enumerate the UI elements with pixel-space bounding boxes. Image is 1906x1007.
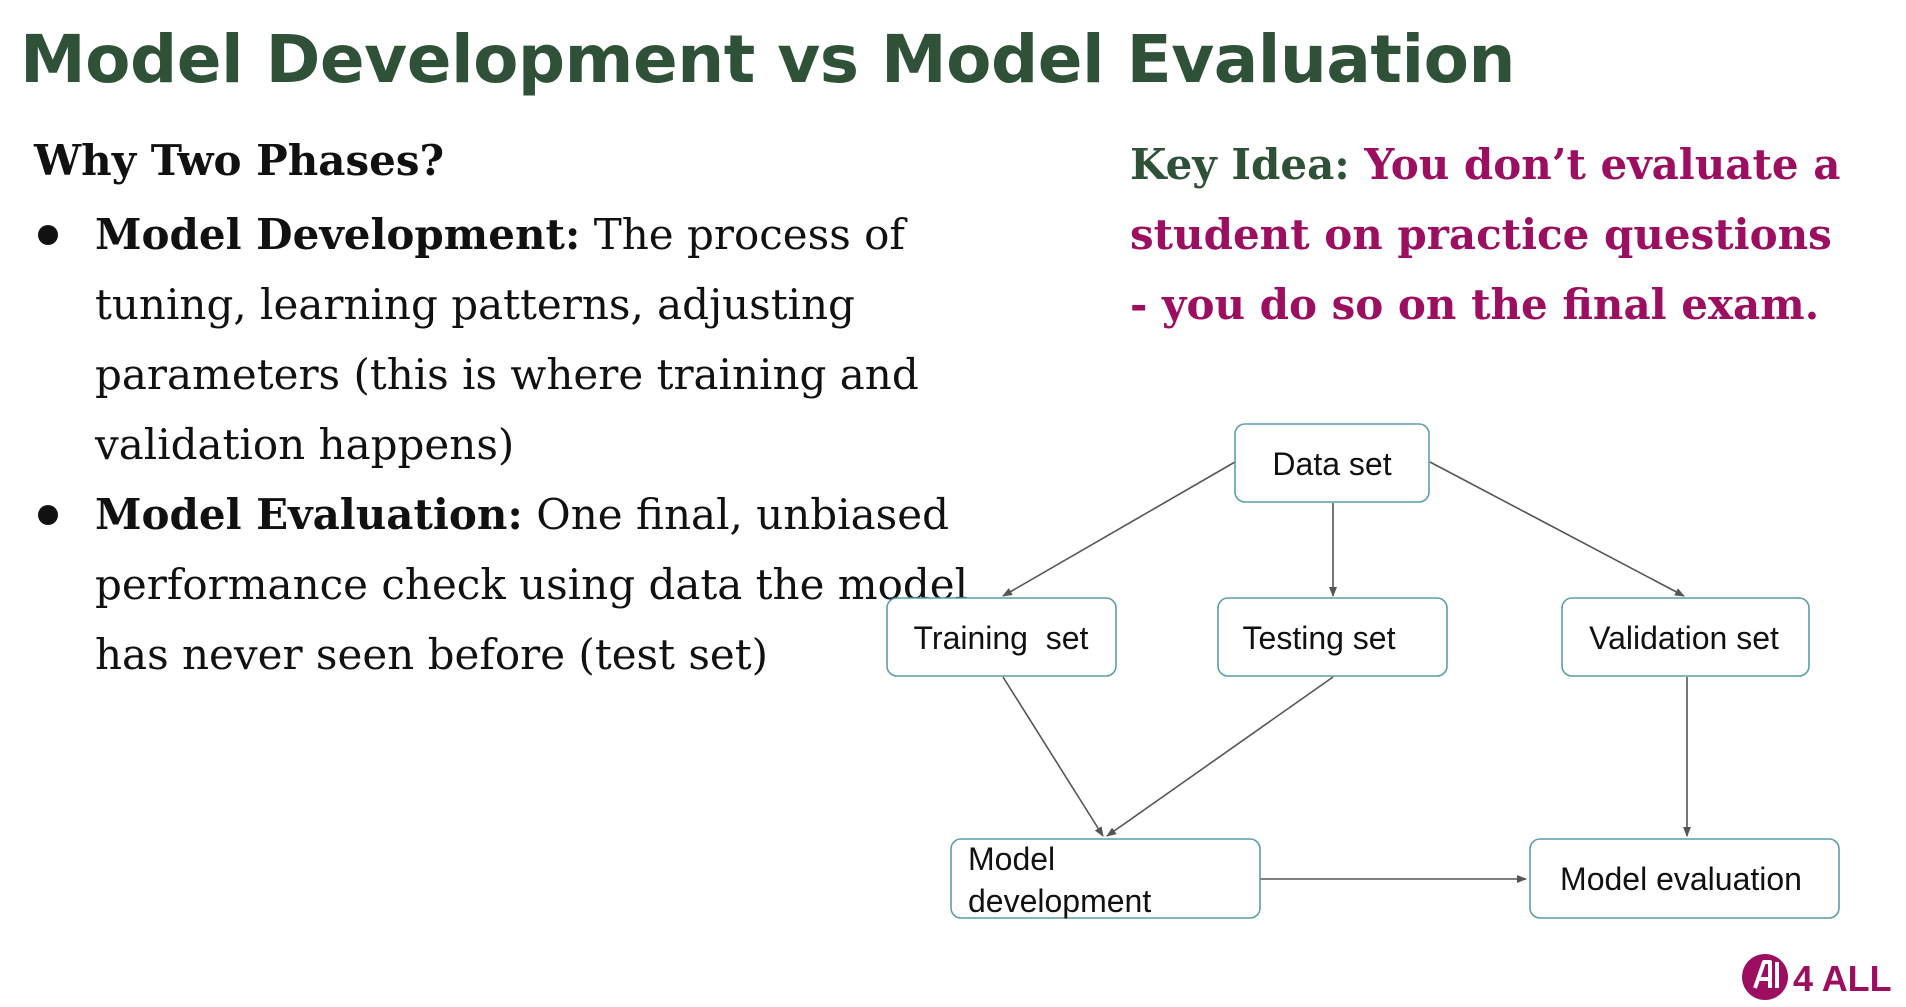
node-model-development: Model development xyxy=(950,838,1261,919)
edge-testing-to-development xyxy=(1106,676,1334,837)
edge-data-to-validation xyxy=(1429,461,1685,597)
node-model-development-label-line2: development xyxy=(968,883,1151,919)
bullet-term: Model Evaluation: xyxy=(95,490,523,539)
node-model-evaluation-label: Model evaluation xyxy=(1560,861,1802,897)
bullet-term: Model Development: xyxy=(95,210,581,259)
phases-section: Why Two Phases? Model Development: The p… xyxy=(34,130,1034,690)
phase-list: Model Development: The process of tuning… xyxy=(34,200,1034,690)
node-training-set: Training set xyxy=(886,597,1117,677)
node-validation-set: Validation set xyxy=(1561,597,1810,677)
key-idea-text: You don’t evaluate a student on practice… xyxy=(1130,140,1841,329)
node-data-set-label: Data set xyxy=(1272,446,1391,482)
list-item-model-development: Model Development: The process of tuning… xyxy=(34,200,1034,480)
bullet-text: One final, unbiased performance check us… xyxy=(95,490,969,679)
key-idea-label: Key Idea: xyxy=(1130,140,1365,189)
node-model-development-label-line1: Model xyxy=(968,841,1055,877)
key-idea-callout: Key Idea: You don’t evaluate a student o… xyxy=(1130,130,1850,340)
node-data-set: Data set xyxy=(1234,423,1430,503)
node-validation-set-label: Validation set xyxy=(1589,620,1779,656)
ai4all-logo: 4 ALL xyxy=(1742,954,1892,1000)
bullet-dot-icon xyxy=(38,505,58,525)
slide-title: Model Development vs Model Evaluation xyxy=(20,21,1515,98)
node-testing-set: Testing set xyxy=(1217,597,1448,677)
ai-logo-icon xyxy=(1742,954,1788,1000)
logo-text: 4 ALL xyxy=(1793,958,1892,999)
section-subheading: Why Two Phases? xyxy=(34,136,445,185)
list-item-model-evaluation: Model Evaluation: One final, unbiased pe… xyxy=(34,480,1034,690)
node-training-set-label: Training set xyxy=(914,620,1089,656)
bullet-dot-icon xyxy=(38,225,58,245)
bullet-text: The process of tuning, learning patterns… xyxy=(95,210,919,469)
node-model-evaluation: Model evaluation xyxy=(1529,838,1840,919)
edge-data-to-training xyxy=(1002,461,1236,597)
node-testing-set-label: Testing set xyxy=(1243,620,1396,656)
edge-training-to-development xyxy=(1002,676,1104,837)
